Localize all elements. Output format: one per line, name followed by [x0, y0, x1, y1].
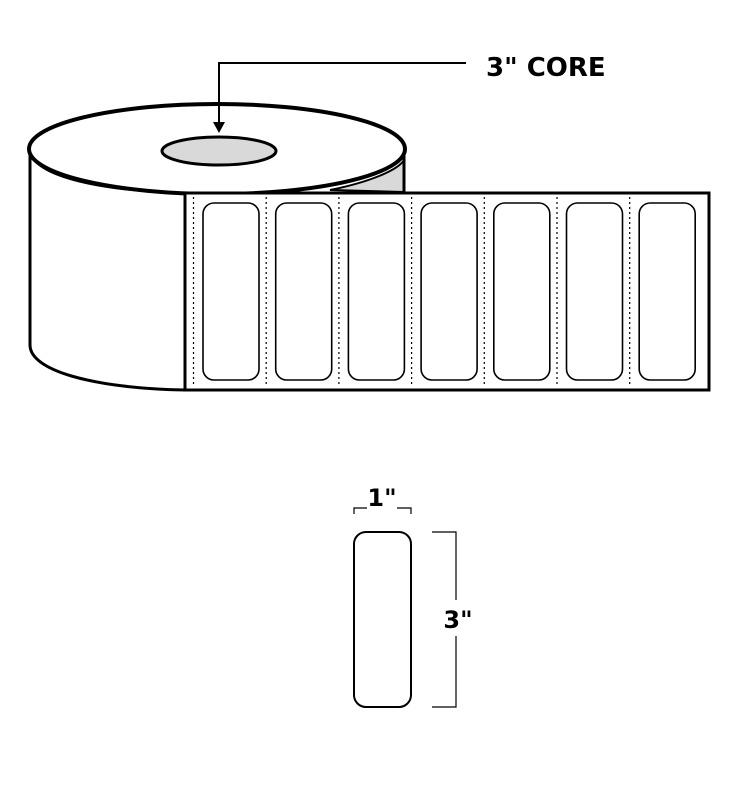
labels-group — [192, 197, 697, 386]
core-label: 3" CORE — [486, 53, 606, 83]
strip-label — [565, 202, 624, 381]
roll — [27, 102, 407, 392]
core-arrowhead — [213, 122, 225, 133]
core-leader-line — [218, 62, 466, 126]
core-hole — [160, 135, 278, 167]
strip-label — [420, 202, 478, 381]
height-label-backdrop — [440, 600, 474, 636]
strip-label — [492, 202, 551, 381]
width-label: 1" — [367, 484, 396, 512]
strip-label — [202, 202, 260, 381]
core-callout: 3" CORE — [213, 53, 606, 133]
height-label: 3" — [443, 606, 472, 634]
dimension-detail: 1" 3" — [353, 484, 474, 708]
label-strip — [183, 191, 711, 392]
strip-label — [638, 202, 697, 381]
single-label — [353, 531, 412, 708]
width-bracket — [353, 507, 412, 514]
strip-label — [347, 202, 406, 381]
strip-label — [274, 202, 333, 381]
